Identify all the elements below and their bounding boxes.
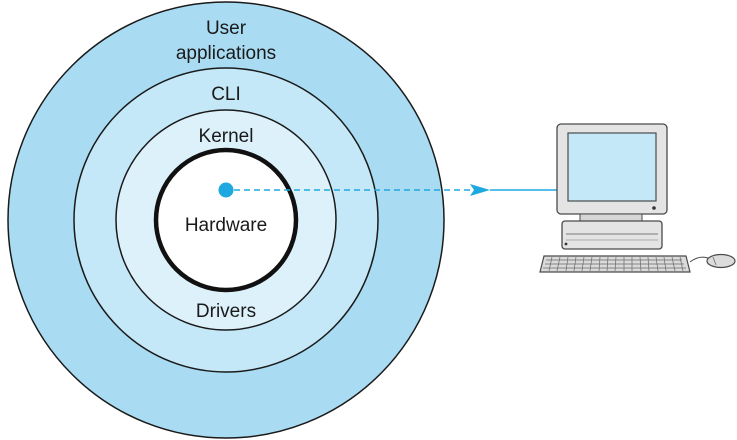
- layer-label-kernel: Kernel: [198, 126, 254, 147]
- connection-dot: [218, 182, 234, 198]
- desktop-computer-icon: [556, 123, 668, 250]
- layer-label-drivers: Drivers: [195, 301, 257, 322]
- mouse-icon: [689, 253, 736, 269]
- layer-label-hardware: Hardware: [184, 215, 268, 236]
- keyboard-icon: [539, 255, 691, 273]
- arrowhead-icon: [470, 184, 490, 196]
- layer-label-user-applications: User applications: [175, 18, 277, 64]
- layer-label-cli: CLI: [211, 84, 241, 105]
- core-hardware: [153, 147, 299, 293]
